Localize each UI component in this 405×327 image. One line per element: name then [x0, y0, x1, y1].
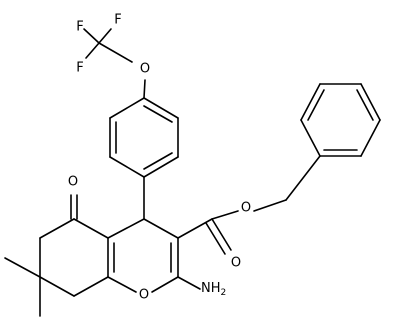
atom-f2: F [76, 61, 83, 76]
bond-ring-b-5 [360, 119, 381, 157]
bond-cf2 [85, 42, 100, 59]
atom-o-ring: O [139, 288, 149, 303]
bond-ring-b-double-2 [356, 89, 374, 121]
atom-o-ester-link: O [241, 201, 251, 216]
atom-f3: F [114, 13, 121, 28]
atom-o-ester-carbonyl: O [231, 256, 241, 271]
atom-o-ketone: O [68, 175, 78, 190]
bond-ester-o-ch2 [253, 199, 287, 212]
bond-o-aryl [143, 79, 146, 99]
bond-ring-a-1 [143, 97, 179, 119]
bond-ring-b-2 [300, 83, 321, 121]
bond-c8-c8a [73, 276, 109, 297]
atom-labels: F F F O O O O O NH2 [68, 13, 251, 303]
bond-ring-a-4 [109, 156, 145, 178]
bond-c7-methyl-1 [4, 257, 41, 278]
bond-c4-c4a [107, 218, 145, 239]
bond-c4-c3 [143, 218, 179, 239]
bond-ring-a-double-1 [143, 105, 173, 123]
bond-ester-c-o [211, 210, 239, 220]
bond-c4a-c5 [73, 218, 109, 239]
bond-ester-carbonyl-double [205, 222, 226, 255]
bond-c-o-ether [98, 42, 133, 63]
bond-ring-b-double-1 [307, 89, 325, 121]
amine-symbol: NH [201, 281, 221, 296]
atom-amine: NH2 [201, 281, 226, 298]
bond-ring-b-1 [300, 119, 321, 157]
bond-lines [4, 28, 381, 317]
bond-c2-o1 [151, 276, 179, 293]
atom-f1: F [76, 20, 83, 35]
atom-o-ether: O [140, 62, 150, 77]
bond-cf1 [83, 28, 100, 44]
bond-cf3 [98, 28, 112, 44]
bond-c2-n [177, 276, 201, 290]
bond-ester-carbonyl [211, 218, 232, 251]
bond-ring-a-double-2 [143, 152, 173, 170]
bond-c5-c6 [39, 218, 75, 239]
bond-o1-c8a [107, 276, 137, 293]
bond-ring-b-4 [360, 83, 381, 121]
amine-subscript: 2 [221, 288, 227, 298]
bond-c3-c-ester [177, 218, 213, 239]
bond-ring-a-3 [143, 156, 179, 178]
bond-ch2-phenyl [285, 155, 321, 201]
bond-c7-c8 [39, 276, 75, 297]
bond-ring-a-6 [109, 97, 145, 119]
